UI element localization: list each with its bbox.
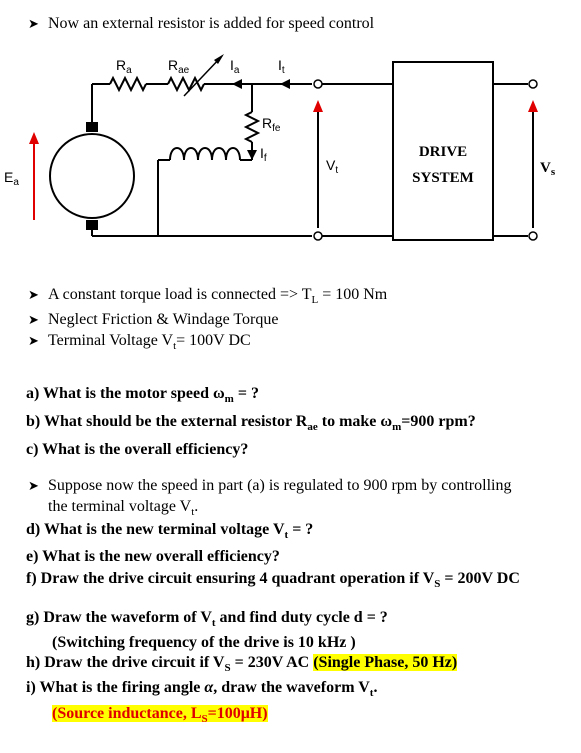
intro-text: Now an external resistor is added for sp… — [48, 15, 375, 32]
question-g: g) Draw the waveform of Vt and find duty… — [26, 609, 388, 630]
label-ea: Ea — [4, 169, 19, 188]
resistor-rae — [167, 75, 205, 93]
bullet-arrow-icon: ➤ — [28, 313, 39, 329]
conditions-list: ➤A constant torque load is connected => … — [28, 285, 387, 356]
question-h: h) Draw the drive circuit if VS = 230V A… — [26, 654, 458, 675]
motor-armature — [49, 133, 135, 219]
resistor-rfe — [243, 111, 261, 143]
questions-a-c: a) What is the motor speed ωm = ? b) Wha… — [26, 384, 476, 460]
label-vt: Vt — [326, 157, 338, 176]
circuit-diagram: Ra Rae Ia It Rfe If Vt Ea Vs DRIVE SYSTE… — [4, 54, 556, 241]
bullet-arrow-icon: ➤ — [28, 288, 39, 303]
label-rfe: Rfe — [262, 115, 281, 134]
question-c: c) What is the overall efficiency? — [26, 441, 249, 459]
question-e: e) What is the new overall efficiency? — [26, 548, 280, 566]
highlight-single-phase: (Single Phase, 50 Hz) — [313, 654, 458, 672]
bullet-arrow-icon: ➤ — [28, 17, 39, 32]
question-d: d) What is the new terminal voltage Vt =… — [26, 521, 314, 542]
question-i: i) What is the firing angle α, draw the … — [26, 679, 378, 700]
question-b: b) What should be the external resistor … — [26, 413, 476, 434]
drive-label-line2: SYSTEM — [412, 170, 474, 186]
terminal-bottom — [313, 231, 323, 241]
field-winding — [169, 147, 241, 161]
condition-item: ➤Neglect Friction & Windage Torque — [28, 310, 387, 331]
arrow-ia-icon — [232, 79, 242, 89]
label-if: If — [260, 145, 267, 164]
question-g-note: (Switching frequency of the drive is 10 … — [52, 634, 356, 652]
questions-g-i: g) Draw the waveform of Vt and find duty… — [26, 608, 458, 729]
terminal-vs-bottom — [528, 231, 538, 241]
drive-label-line1: DRIVE — [419, 144, 467, 160]
question-a: a) What is the motor speed ωm = ? — [26, 385, 259, 406]
terminal-top — [313, 79, 323, 89]
resistor-ra — [109, 75, 147, 93]
arrow-vt-icon — [313, 100, 323, 112]
arrow-vs-icon — [528, 100, 538, 112]
condition-item: ➤Terminal Voltage Vt= 100V DC — [28, 332, 251, 353]
label-ra: Ra — [116, 57, 132, 76]
question-i-note: (Source inductance, LS=100μH) — [26, 704, 457, 729]
label-ia: Ia — [230, 57, 240, 76]
label-it: It — [278, 57, 285, 76]
brush-top — [86, 122, 98, 132]
drive-system-box — [392, 61, 494, 241]
bullet-arrow-icon: ➤ — [28, 334, 39, 350]
brush-bottom — [86, 220, 98, 230]
arrow-ea-icon — [29, 132, 39, 144]
bullet-arrow-icon: ➤ — [28, 479, 39, 494]
label-vs: Vs — [540, 160, 556, 178]
condition-item: ➤A constant torque load is connected => … — [28, 286, 388, 307]
intro-bullet: ➤ Now an external resistor is added for s… — [28, 14, 374, 35]
arrow-if-icon — [247, 150, 257, 160]
question-f: f) Draw the drive circuit ensuring 4 qua… — [26, 570, 520, 591]
terminal-vs-top — [528, 79, 538, 89]
label-rae: Rae — [168, 57, 190, 76]
suppose-bullet: ➤Suppose now the speed in part (a) is re… — [28, 477, 512, 519]
arrow-it-icon — [280, 79, 290, 89]
highlight-source-inductance: (Source inductance, LS=100μH) — [52, 704, 268, 725]
questions-d-f: d) What is the new terminal voltage Vt =… — [26, 520, 520, 594]
